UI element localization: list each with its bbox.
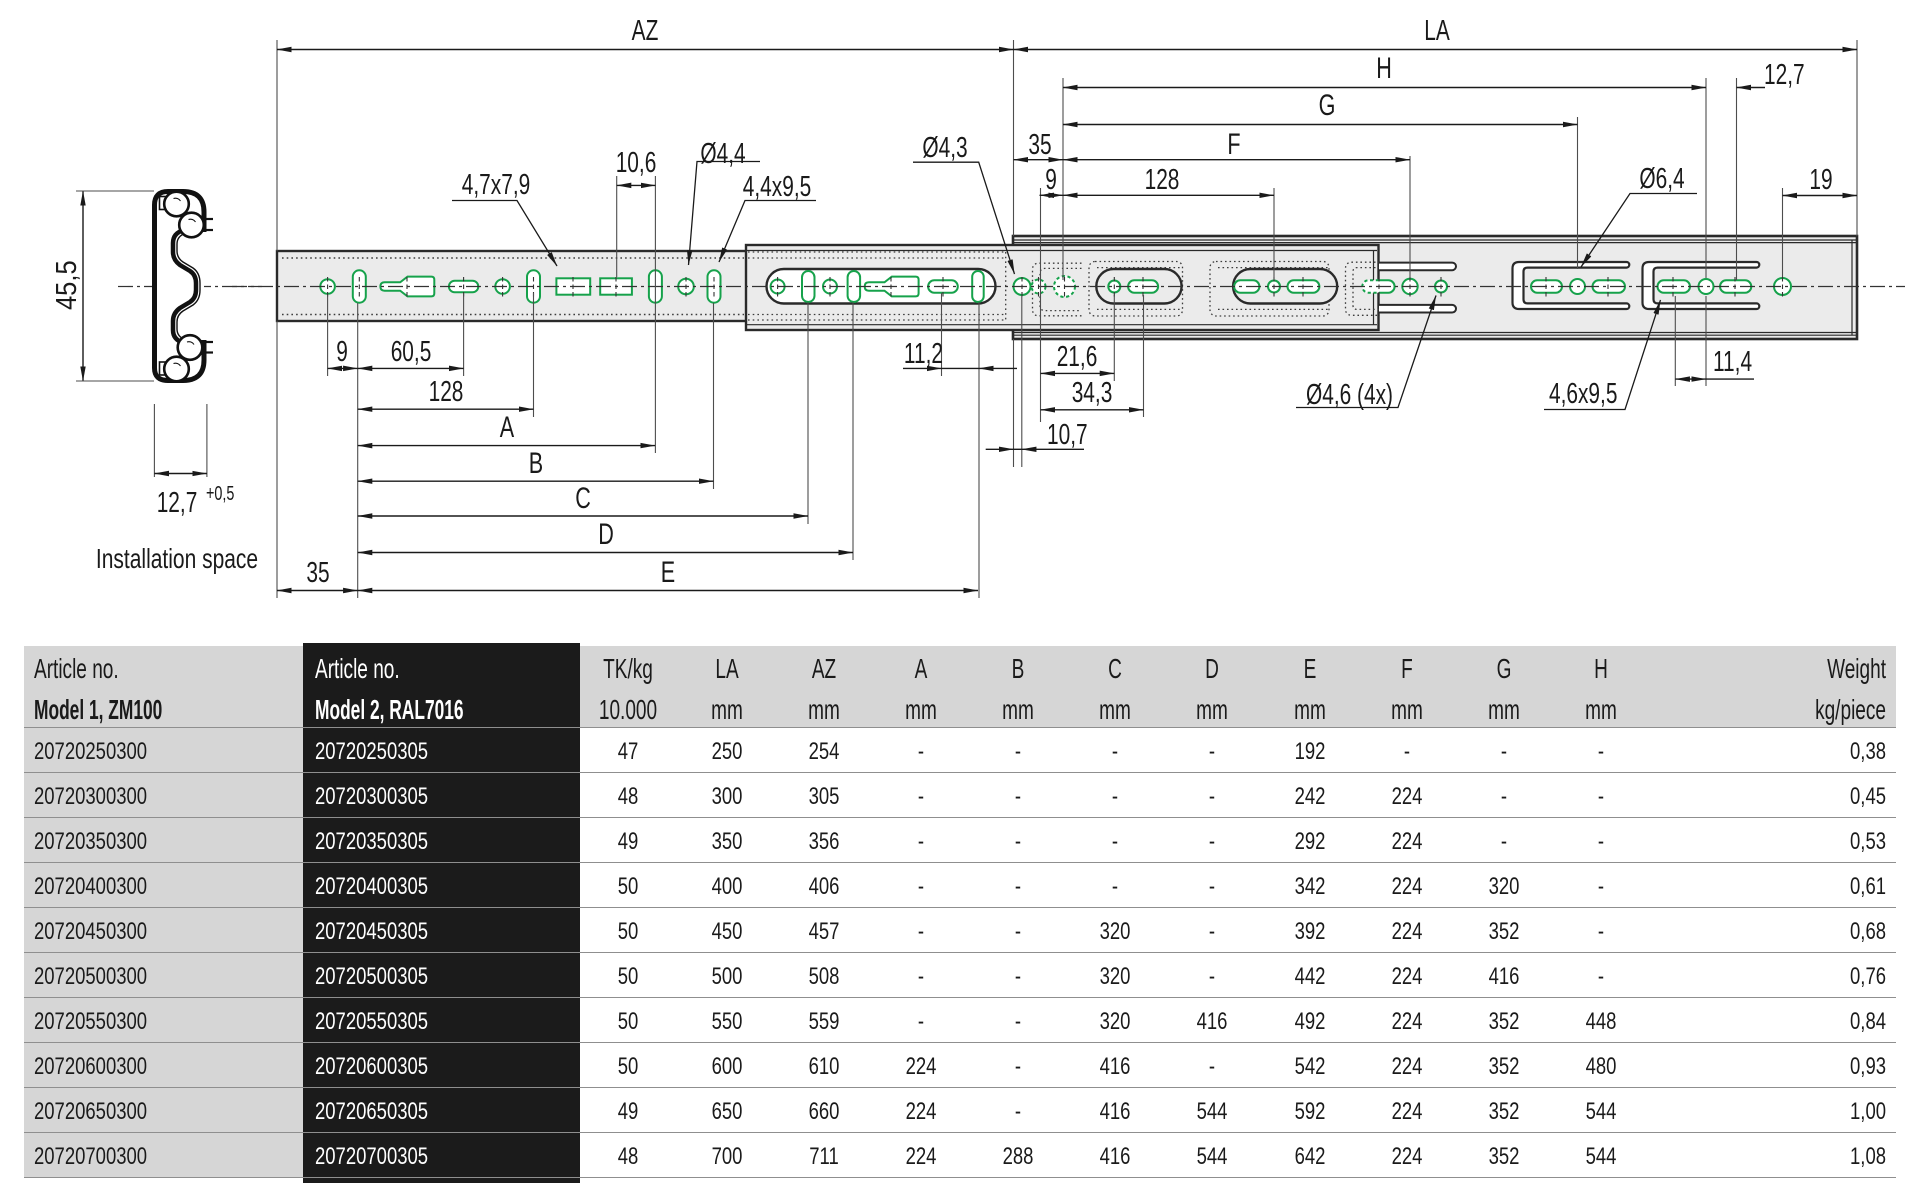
svg-text:D: D xyxy=(598,516,614,550)
svg-text:35: 35 xyxy=(306,557,329,589)
svg-text:Ø6,4: Ø6,4 xyxy=(1639,163,1684,195)
svg-text:E: E xyxy=(661,554,675,588)
svg-text:Ø4,3: Ø4,3 xyxy=(922,132,967,164)
svg-text:Installation space: Installation space xyxy=(96,544,258,575)
svg-text:128: 128 xyxy=(429,376,464,408)
svg-text:4,7x7,9: 4,7x7,9 xyxy=(462,169,530,201)
svg-text:Ø4,6 (4x): Ø4,6 (4x) xyxy=(1306,379,1393,411)
svg-text:10,7: 10,7 xyxy=(1047,419,1088,451)
svg-text:12,7: 12,7 xyxy=(1764,59,1805,91)
svg-text:F: F xyxy=(1227,126,1240,160)
svg-text:+0,5: +0,5 xyxy=(206,482,234,505)
svg-text:G: G xyxy=(1319,87,1336,121)
svg-text:12,7: 12,7 xyxy=(157,487,198,519)
svg-text:10,6: 10,6 xyxy=(616,147,657,179)
svg-text:LA: LA xyxy=(1424,15,1450,47)
svg-text:AZ: AZ xyxy=(632,15,659,47)
svg-text:A: A xyxy=(500,409,515,443)
svg-text:B: B xyxy=(529,445,543,479)
svg-text:128: 128 xyxy=(1145,164,1180,196)
svg-text:21,6: 21,6 xyxy=(1057,341,1098,373)
svg-text:C: C xyxy=(575,480,591,514)
svg-text:11,2: 11,2 xyxy=(904,338,943,370)
svg-text:35: 35 xyxy=(1028,129,1051,161)
svg-text:H: H xyxy=(1376,50,1392,84)
svg-text:Ø4,4: Ø4,4 xyxy=(700,138,745,170)
svg-text:9: 9 xyxy=(1045,164,1057,196)
svg-text:9: 9 xyxy=(336,336,348,368)
svg-text:11,4: 11,4 xyxy=(1713,346,1752,378)
svg-text:4,4x9,5: 4,4x9,5 xyxy=(743,171,811,203)
svg-text:60,5: 60,5 xyxy=(391,336,432,368)
svg-text:4,6x9,5: 4,6x9,5 xyxy=(1549,378,1617,410)
svg-text:34,3: 34,3 xyxy=(1072,377,1113,409)
svg-text:45,5: 45,5 xyxy=(49,260,82,310)
svg-text:19: 19 xyxy=(1809,164,1832,196)
